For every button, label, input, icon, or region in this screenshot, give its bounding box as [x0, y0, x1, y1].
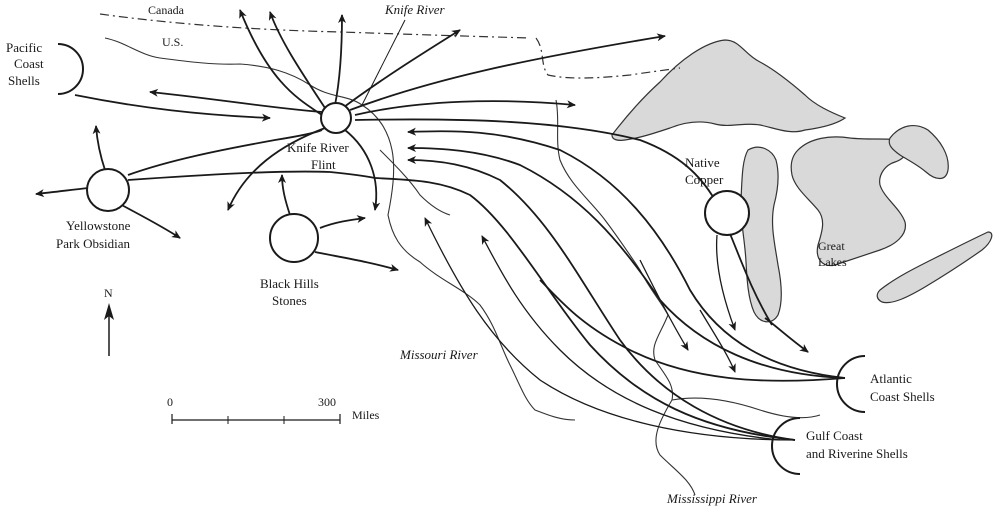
- copper-label-2: Copper: [685, 172, 724, 187]
- scale-bar: 0 300 Miles: [167, 395, 380, 424]
- copper-label-1: Native: [685, 155, 720, 170]
- knife-river-label: Knife River: [384, 2, 446, 17]
- pacific-label-3: Shells: [8, 73, 40, 88]
- pacific-coast-shells-arc: [57, 43, 84, 95]
- knife-flint-label-2: Flint: [311, 157, 336, 172]
- scale-end-label: 300: [318, 395, 336, 409]
- gulf-label-1: Gulf Coast: [806, 428, 863, 443]
- gulf-label-2: and Riverine Shells: [806, 446, 908, 461]
- knife-river-flint-node: [320, 102, 352, 134]
- us-label: U.S.: [162, 35, 183, 49]
- gulf-coast-shells-arc: [771, 417, 801, 475]
- routes-pacific: [74, 94, 271, 122]
- scale-start-label: 0: [167, 395, 173, 409]
- routes-copper: [715, 234, 736, 331]
- lake-huron-bay: [888, 124, 949, 180]
- black-hills-label-1: Black Hills: [260, 276, 319, 291]
- great-lakes: [611, 39, 993, 323]
- yellowstone-label-2: Park Obsidian: [56, 236, 131, 251]
- tributary-1: [379, 149, 451, 216]
- lake-erie: [876, 231, 993, 304]
- source-nodes: [57, 43, 866, 475]
- missouri-river-line: [104, 37, 576, 421]
- lake-huron: [790, 136, 908, 267]
- atlantic-coast-shells-arc: [836, 355, 866, 413]
- yellowstone-label-1: Yellowstone: [66, 218, 131, 233]
- pacific-label-1: Pacific: [6, 40, 42, 55]
- routes-black-hills: [278, 174, 399, 272]
- north-arrow: N: [104, 286, 114, 356]
- canada-label: Canada: [148, 3, 185, 17]
- atlantic-label-1: Atlantic: [870, 371, 912, 386]
- black-hills-label-2: Stones: [272, 293, 307, 308]
- great-lakes-label-1: Great: [818, 239, 845, 253]
- ohio-river-line: [671, 397, 821, 419]
- great-lakes-label-2: Lakes: [818, 255, 847, 269]
- scale-unit-label: Miles: [352, 408, 380, 422]
- atlantic-label-2: Coast Shells: [870, 389, 935, 404]
- international-border: [99, 13, 681, 79]
- routes-yellowstone: [35, 125, 376, 239]
- lake-michigan: [740, 146, 782, 323]
- lake-superior: [611, 39, 847, 141]
- missouri-river-label: Missouri River: [399, 347, 479, 362]
- routes-knife-river: [149, 9, 809, 353]
- yellowstone-node: [86, 168, 130, 212]
- north-arrow-head: [104, 303, 114, 320]
- routes-east: [374, 127, 846, 441]
- knife-flint-label-1: Knife River: [287, 140, 349, 155]
- mississippi-river-label: Mississippi River: [666, 491, 758, 506]
- north-label: N: [104, 286, 113, 300]
- knife-river-leader: [361, 19, 406, 106]
- native-copper-node: [704, 190, 750, 236]
- pacific-label-2: Coast: [14, 56, 44, 71]
- black-hills-node: [269, 213, 319, 263]
